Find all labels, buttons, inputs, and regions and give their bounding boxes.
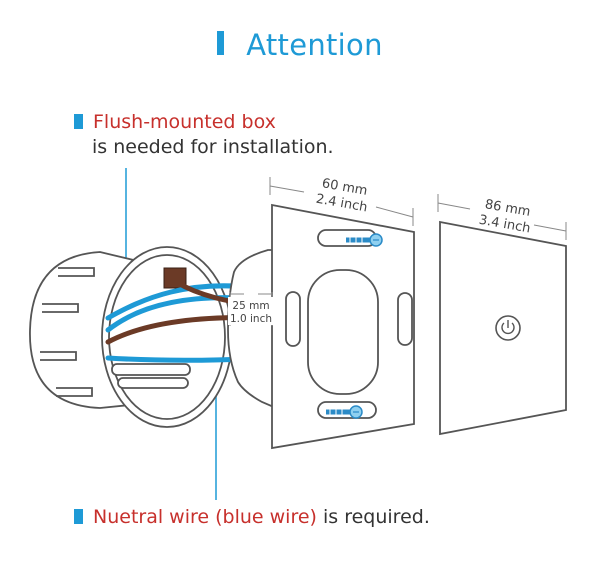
depth-mm-label: 25 mm [232,300,269,312]
screw-icon [326,405,363,419]
plate-dimension [269,177,414,226]
mounting-plate [271,203,415,450]
screw-icon [346,233,383,247]
power-icon [495,315,521,341]
box-note-highlight: Flush-mounted box [93,111,276,133]
flush-mounted-box [29,246,233,428]
title-text: Attention [246,28,383,62]
title-bar-icon [217,31,225,55]
wire-note-highlight: Nuetral wire (blue wire) [93,506,317,528]
depth-inch-label: 1.0 inch [230,313,272,325]
bullet-square-icon [74,509,83,524]
front-panel [439,220,567,436]
wire-note: Nuetral wire (blue wire) is required. [74,504,430,530]
wire-note-rest: is required. [316,506,430,528]
depth-label-bg [228,297,274,325]
bullet-square-icon [74,114,83,129]
panel-dimension [437,194,567,240]
box-note: Flush-mounted box [74,109,276,135]
box-note-rest: is needed for installation. [92,136,334,158]
page-title: Attention [0,28,600,62]
switch-mechanism [227,249,277,410]
